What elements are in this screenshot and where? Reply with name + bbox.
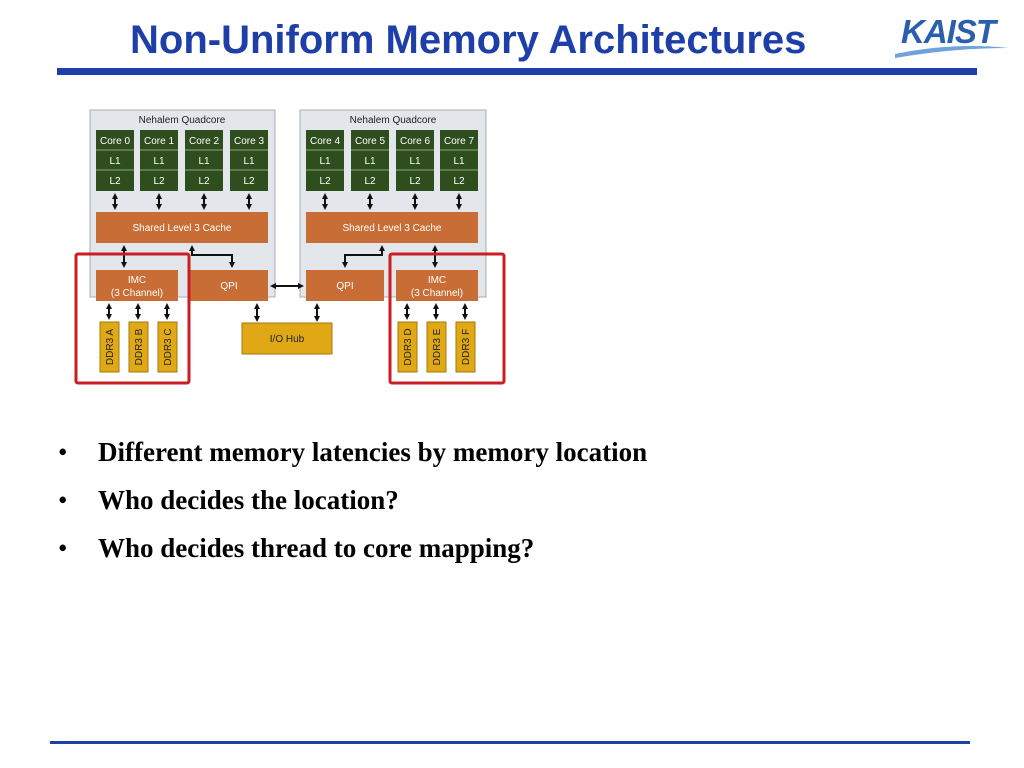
ddr-label: DDR3 B [134, 328, 145, 365]
ddr-label: DDR3 D [403, 328, 414, 365]
io-hub-label: I/O Hub [270, 334, 305, 345]
ddr-module-f: DDR3 F [455, 321, 476, 373]
ddr-connectors [106, 303, 468, 320]
l1-label: L1 [453, 156, 465, 167]
l1-label: L1 [109, 156, 121, 167]
l1-label: L1 [409, 156, 421, 167]
l2-label: L2 [109, 176, 121, 187]
core-column-0: Core 0 L1 L2 [96, 130, 134, 191]
right-imc-label-2: (3 Channel) [411, 288, 463, 299]
right-qpi-label: QPI [336, 281, 353, 292]
logo-text: KAIST [901, 13, 996, 50]
ddr-label: DDR3 F [461, 329, 472, 365]
bullet-dot: • [58, 437, 68, 467]
logo-swoosh [895, 46, 1009, 58]
l1-label: L1 [243, 156, 255, 167]
right-qpi [306, 270, 384, 301]
ddr-module-c: DDR3 C [157, 321, 178, 373]
bullet-dot: • [58, 533, 68, 563]
left-imc-label-2: (3 Channel) [111, 288, 163, 299]
right-l3-cache [306, 212, 478, 243]
l2-label: L2 [153, 176, 165, 187]
l1-label: L1 [319, 156, 331, 167]
bullet-item: • Different memory latencies by memory lo… [58, 432, 647, 480]
title-divider [57, 68, 977, 75]
right-imc-label-1: IMC [428, 275, 446, 286]
l2-label: L2 [198, 176, 210, 187]
core-label: Core 5 [355, 136, 385, 147]
left-imc-label-1: IMC [128, 275, 146, 286]
core-label: Core 4 [310, 136, 340, 147]
l2-label: L2 [364, 176, 376, 187]
bullet-text: Who decides the location? [98, 485, 399, 515]
core-label: Core 3 [234, 136, 264, 147]
bullet-item: • Who decides thread to core mapping? [58, 528, 647, 576]
qpi-connectors [254, 283, 320, 322]
cache-connectors [121, 245, 438, 268]
left-numa-highlight [74, 252, 191, 385]
ddr-label: DDR3 C [163, 328, 174, 365]
left-qpi-label: QPI [220, 281, 237, 292]
core-cache-arrows [112, 193, 462, 210]
core-column-6: Core 6 L1 L2 [396, 130, 434, 191]
core-column-2: Core 2 L1 L2 [185, 130, 223, 191]
right-l3-label: Shared Level 3 Cache [343, 223, 442, 234]
right-imc [396, 270, 478, 301]
slide-title: Non-Uniform Memory Architectures [130, 18, 807, 62]
right-numa-highlight [388, 252, 506, 385]
bullet-text: Who decides thread to core mapping? [98, 533, 535, 563]
ddr-module-b: DDR3 B [128, 321, 149, 373]
bullet-text: Different memory latencies by memory loc… [98, 437, 648, 467]
io-hub [241, 322, 333, 355]
bullet-item: • Who decides the location? [58, 480, 647, 528]
bullet-dot: • [58, 485, 68, 515]
ddr-label: DDR3 E [432, 328, 443, 365]
l2-label: L2 [243, 176, 255, 187]
core-label: Core 7 [444, 136, 474, 147]
core-label: Core 1 [144, 136, 174, 147]
core-label: Core 2 [189, 136, 219, 147]
numa-diagram: Nehalem Quadcore Nehalem Quadcore Core 0… [74, 109, 506, 385]
core-column-1: Core 1 L1 L2 [140, 130, 178, 191]
ddr-label: DDR3 A [105, 329, 116, 365]
core-label: Core 0 [100, 136, 130, 147]
l1-label: L1 [198, 156, 210, 167]
bullet-list: • Different memory latencies by memory lo… [58, 432, 647, 576]
left-imc [96, 270, 178, 301]
ddr-module-d: DDR3 D [397, 321, 418, 373]
ddr-module-a: DDR3 A [99, 321, 120, 373]
core-column-3: Core 3 L1 L2 [230, 130, 268, 191]
left-qpi [190, 270, 268, 301]
l2-label: L2 [453, 176, 465, 187]
l2-label: L2 [409, 176, 421, 187]
l1-label: L1 [364, 156, 376, 167]
left-l3-label: Shared Level 3 Cache [133, 223, 232, 234]
core-column-5: Core 5 L1 L2 [351, 130, 389, 191]
core-column-7: Core 7 L1 L2 [440, 130, 478, 191]
left-l3-cache [96, 212, 268, 243]
l2-label: L2 [319, 176, 331, 187]
footer-divider [50, 741, 970, 744]
core-label: Core 6 [400, 136, 430, 147]
left-socket-label: Nehalem Quadcore [139, 115, 226, 126]
core-column-4: Core 4 L1 L2 [306, 130, 344, 191]
l1-label: L1 [153, 156, 165, 167]
ddr-module-e: DDR3 E [426, 321, 447, 373]
right-socket-label: Nehalem Quadcore [350, 115, 437, 126]
kaist-logo: KAIST [893, 8, 1011, 64]
